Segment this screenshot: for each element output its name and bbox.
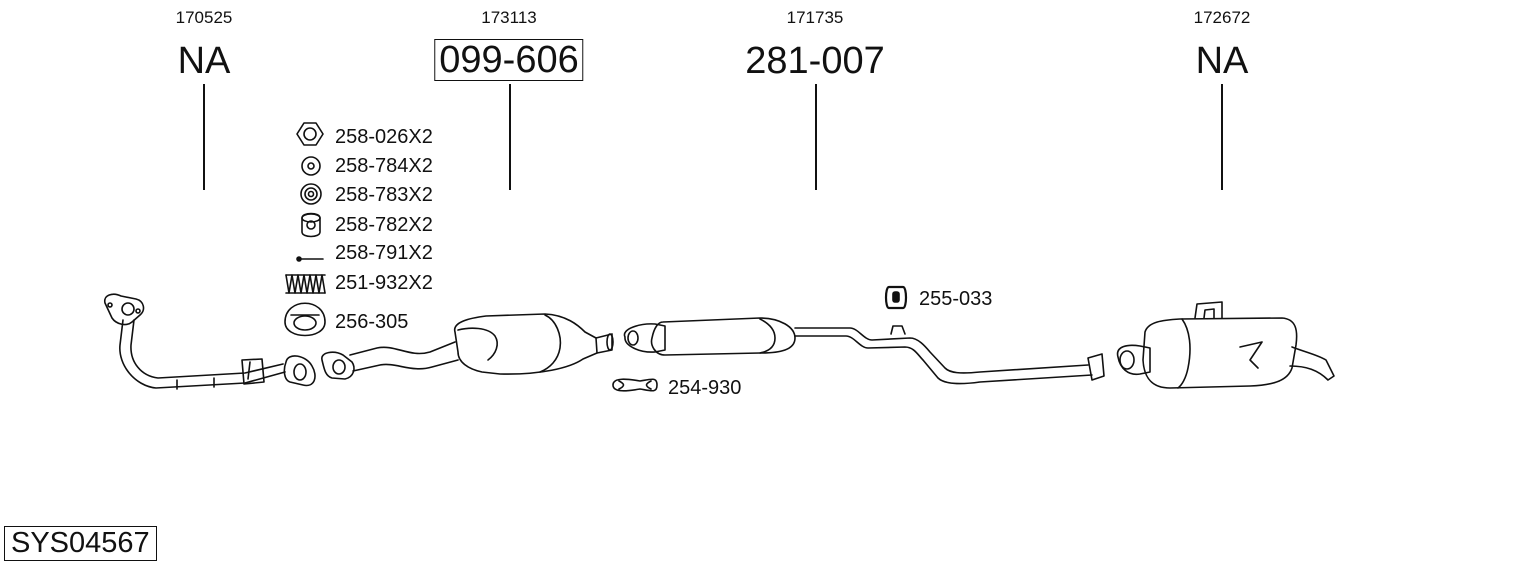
- accessory-label-gasket[interactable]: 256-305: [335, 311, 409, 333]
- clamp-icon: [612, 378, 658, 392]
- gasket-cone-icon: [284, 302, 326, 337]
- system-code-badge: SYS04567: [4, 526, 157, 561]
- part-number-4[interactable]: NA: [1195, 40, 1249, 82]
- ref-number-2: 173113: [481, 8, 537, 27]
- leader-line-2: [509, 84, 511, 190]
- accessory-label-ring[interactable]: 258-783X2: [335, 184, 433, 206]
- leader-line-4: [1221, 84, 1223, 190]
- bolt-icon: [296, 256, 324, 262]
- accessory-label-washer[interactable]: 258-784X2: [335, 155, 433, 177]
- accessory-label-nut[interactable]: 258-026X2: [335, 126, 433, 148]
- leader-line-3: [815, 84, 817, 190]
- part-number-1[interactable]: NA: [177, 40, 231, 82]
- accessory-label-hanger[interactable]: 255-033: [919, 288, 993, 310]
- accessory-label-clamp[interactable]: 254-930: [668, 377, 742, 399]
- leader-line-1: [203, 84, 205, 190]
- catalytic-converter-drawing: [321, 313, 614, 380]
- hex-nut-icon: [296, 122, 324, 146]
- washer-icon: [301, 156, 321, 176]
- centre-silencer-drawing: [623, 317, 1105, 385]
- front-pipe-drawing: [103, 293, 316, 390]
- ref-number-4: 172672: [1193, 8, 1251, 27]
- accessory-label-spring[interactable]: 251-932X2: [335, 272, 433, 294]
- accessory-label-mount[interactable]: 258-782X2: [335, 214, 433, 236]
- hanger-icon: [884, 285, 908, 310]
- ref-number-3: 171735: [786, 8, 844, 27]
- rubber-mount-icon: [301, 212, 321, 238]
- part-number-2[interactable]: 099-606: [434, 39, 584, 81]
- ref-number-1: 170525: [175, 8, 233, 27]
- part-number-3[interactable]: 281-007: [745, 40, 885, 82]
- rear-silencer-drawing: [1116, 301, 1335, 389]
- spring-icon: [285, 274, 326, 294]
- accessory-label-bolt[interactable]: 258-791X2: [335, 242, 433, 264]
- rubber-ring-icon: [300, 183, 322, 205]
